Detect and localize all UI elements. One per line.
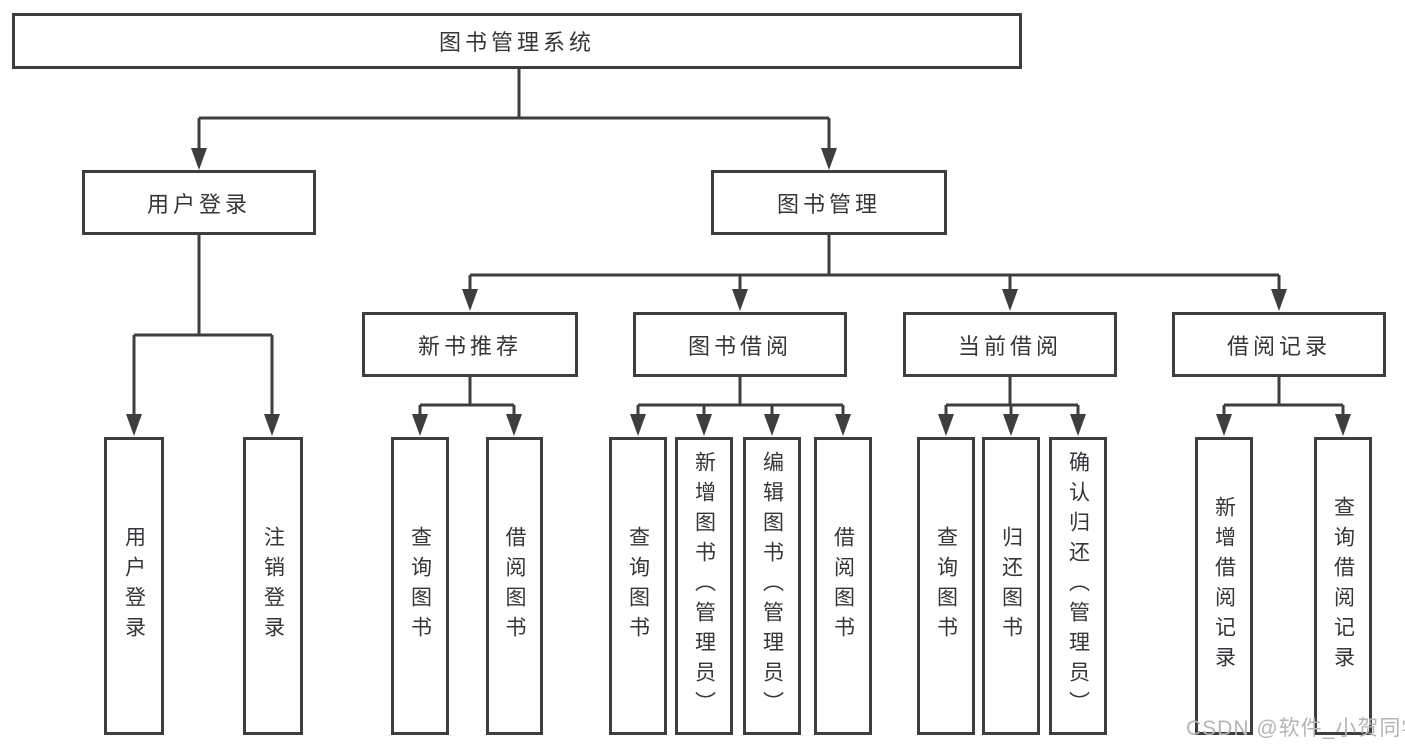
node-book-management-module: 图书管理 xyxy=(711,170,947,235)
node-bb-borrow-book: 借阅图书 xyxy=(814,437,872,735)
leaf-label: 借阅图书 xyxy=(831,526,855,646)
node-bb-query-book: 查询图书 xyxy=(609,437,667,735)
leaf-label: 新增借阅记录 xyxy=(1212,496,1236,676)
tree-edges xyxy=(132,67,1345,418)
node-cb-confirm-return-admin: 确认归还（管理员） xyxy=(1049,437,1107,735)
leaf-label: 查询借阅记录 xyxy=(1331,496,1355,676)
node-rec-borrow-book: 借阅图书 xyxy=(486,437,543,735)
leaf-label: 查询图书 xyxy=(934,526,958,646)
arrowheads xyxy=(126,148,1351,436)
node-new-book-recommendation: 新书推荐 xyxy=(362,312,578,377)
node-user-login-leaf: 用户登录 xyxy=(104,437,164,735)
leaf-label: 查询图书 xyxy=(408,526,432,646)
node-user-login-module: 用户登录 xyxy=(82,170,316,235)
node-br-add-record: 新增借阅记录 xyxy=(1195,437,1253,735)
leaf-label: 编辑图书（管理员） xyxy=(760,451,784,721)
node-library-management-system: 图书管理系统 xyxy=(12,13,1022,69)
leaf-label: 查询图书 xyxy=(626,526,650,646)
leaf-label: 确认归还（管理员） xyxy=(1066,451,1090,721)
watermark-text: CSDN @软件_小贺同学 xyxy=(1186,717,1405,740)
node-bb-add-book-admin: 新增图书（管理员） xyxy=(675,437,733,735)
node-br-query-record: 查询借阅记录 xyxy=(1314,437,1372,735)
node-current-borrowing: 当前借阅 xyxy=(903,312,1117,377)
node-cb-query-book: 查询图书 xyxy=(917,437,975,735)
node-book-borrowing: 图书借阅 xyxy=(633,312,847,377)
node-rec-query-book: 查询图书 xyxy=(391,437,449,735)
leaf-label: 归还图书 xyxy=(999,526,1023,646)
node-logout-leaf: 注销登录 xyxy=(243,437,303,735)
leaf-label: 用户登录 xyxy=(122,526,146,646)
node-bb-edit-book-admin: 编辑图书（管理员） xyxy=(743,437,801,735)
node-borrowing-records: 借阅记录 xyxy=(1172,312,1386,377)
node-cb-return-book: 归还图书 xyxy=(982,437,1040,735)
leaf-label: 借阅图书 xyxy=(503,526,526,646)
leaf-label: 注销登录 xyxy=(261,526,285,646)
leaf-label: 新增图书（管理员） xyxy=(692,451,716,721)
